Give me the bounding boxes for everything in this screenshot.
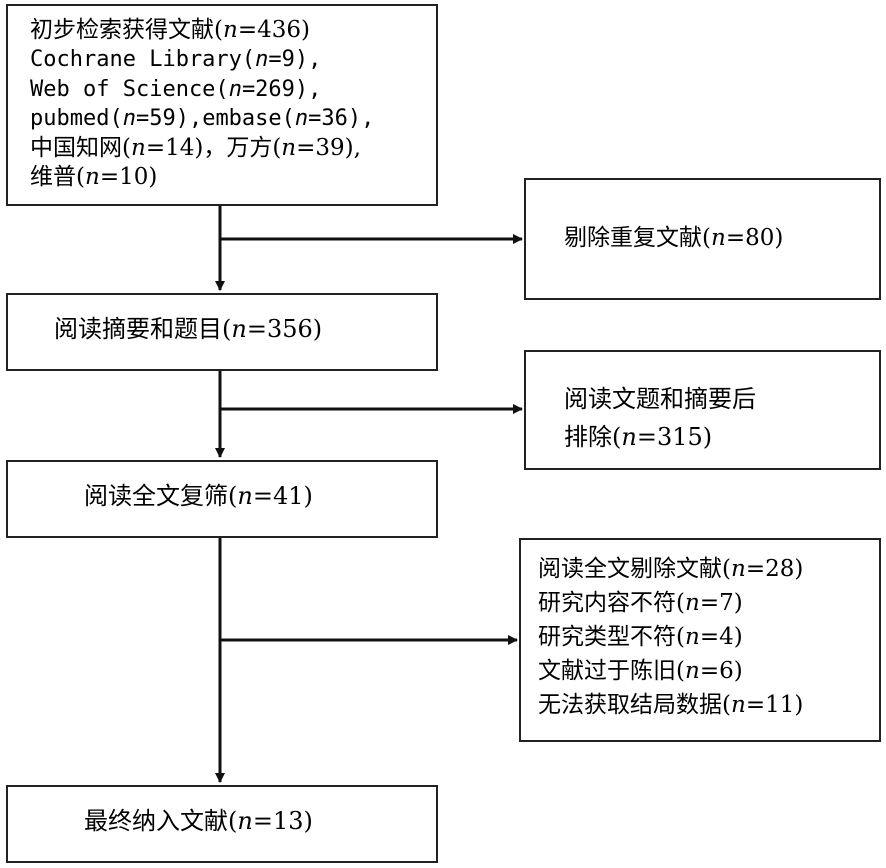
fulltext-excluded-total: 阅读全文剔除文献(n=28) [538,556,804,582]
initial-search-cochrane: Cochrane Library(n=9), [30,47,322,73]
final-included-label: 最终纳入文献(n=13) [84,807,313,835]
initial-search-web-of-science: Web of Science(n=269), [30,76,322,102]
fulltext-excluded-no-outcome-data: 无法获取结局数据(n=11) [538,692,804,718]
duplicates-removed-box: 剔除重复文献(n=80) [524,178,881,300]
fulltext-excluded-outdated: 文献过于陈旧(n=6) [538,658,743,684]
initial-search-total: 初步检索获得文献(n=436) [30,17,310,43]
final-included-box: 最终纳入文献(n=13) [6,785,438,863]
fulltext-excluded-box: 阅读全文剔除文献(n=28) 研究内容不符(n=7) 研究类型不符(n=4) 文… [519,538,881,742]
fulltext-screen-label: 阅读全文复筛(n=41) [84,482,313,510]
title-abstract-screen-box: 阅读摘要和题目(n=356) [6,293,438,371]
title-abstract-screen-label: 阅读摘要和题目(n=356) [54,315,323,343]
initial-search-cnki-wanfang: 中国知网(n=14)，万方(n=39), [30,134,361,161]
duplicates-removed-label: 剔除重复文献(n=80) [564,225,784,251]
title-abstract-excluded-line-1: 阅读文题和摘要后 [564,385,756,413]
initial-search-pubmed-embase: pubmed(n=59),embase(n=36), [30,106,375,132]
fulltext-screen-box: 阅读全文复筛(n=41) [6,460,438,538]
initial-search-vip: 维普(n=10) [30,164,158,191]
title-abstract-excluded-line-2: 排除(n=315) [564,423,713,451]
title-abstract-excluded-box: 阅读文题和摘要后 排除(n=315) [524,350,881,470]
fulltext-excluded-type-mismatch: 研究类型不符(n=4) [538,624,743,650]
initial-search-box: 初步检索获得文献(n=436) Cochrane Library(n=9), W… [6,4,438,206]
fulltext-excluded-content-mismatch: 研究内容不符(n=7) [538,590,743,616]
